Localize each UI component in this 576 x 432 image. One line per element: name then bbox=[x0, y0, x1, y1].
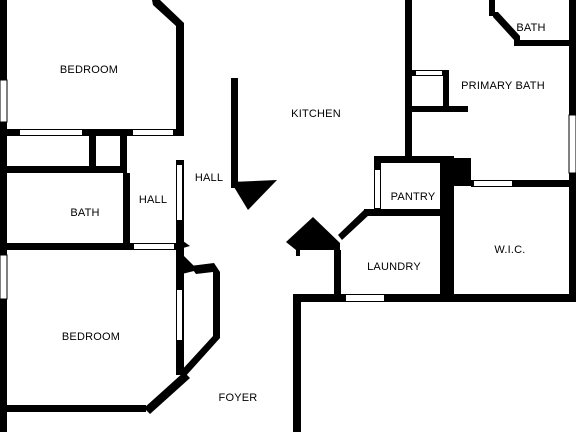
room-labels: BEDROOM KITCHEN BATH PRIMARY BATH HALL H… bbox=[60, 22, 546, 404]
door-opening-closet bbox=[133, 130, 173, 135]
wall-kitchen-island bbox=[286, 217, 340, 256]
room-label-wic: W.I.C. bbox=[494, 244, 525, 256]
wall-closet-right bbox=[120, 129, 127, 171]
door-opening-wic bbox=[474, 181, 512, 186]
room-label-hall-small: HALL bbox=[139, 194, 167, 206]
wall-kitchen-post bbox=[231, 78, 238, 188]
wall-foyer-right bbox=[293, 294, 301, 432]
wall-laundry-angle bbox=[338, 209, 370, 240]
wall-closet-angled bbox=[180, 263, 220, 378]
door-opening-hall-small bbox=[177, 165, 182, 220]
openings bbox=[0, 71, 576, 340]
wall-bedroom-top-right bbox=[176, 26, 184, 133]
room-label-kitchen: KITCHEN bbox=[291, 108, 341, 120]
wall-bedroom-bottom-floor bbox=[0, 405, 146, 412]
wall-bath-tr-stub bbox=[489, 0, 495, 16]
room-label-pantry: PANTRY bbox=[391, 191, 436, 203]
wall-vanity-right bbox=[443, 70, 449, 112]
room-label-bedroom-top: BEDROOM bbox=[60, 64, 118, 76]
window-left-top bbox=[0, 79, 8, 123]
wall-bedroom-angle bbox=[152, 0, 184, 30]
room-label-primary-bath: PRIMARY BATH bbox=[461, 80, 545, 92]
wall-laundry-floor bbox=[293, 294, 576, 302]
room-label-hall-center: HALL bbox=[195, 172, 223, 184]
wall-pantry-bottom bbox=[364, 209, 454, 216]
wall-kitchen-arrow bbox=[231, 180, 277, 210]
wall-laundry-left bbox=[334, 250, 341, 298]
room-label-bedroom-bottom: BEDROOM bbox=[62, 331, 120, 343]
door-opening-bedroom-top bbox=[20, 130, 82, 135]
wall-pantry-top bbox=[374, 156, 454, 163]
wall-pantry-right bbox=[440, 160, 447, 300]
window-right bbox=[568, 114, 576, 174]
wall-left-exterior bbox=[0, 0, 7, 432]
door-opening-laundry bbox=[346, 295, 384, 301]
door-opening-vanity bbox=[416, 71, 442, 75]
door-opening-bath bbox=[134, 244, 174, 249]
room-label-bath-left: BATH bbox=[70, 207, 99, 219]
wall-corner-notch bbox=[176, 236, 190, 250]
wall-closet-left bbox=[89, 129, 96, 171]
room-label-laundry: LAUNDRY bbox=[367, 261, 421, 273]
wall-wic-left bbox=[447, 180, 454, 300]
room-label-foyer: FOYER bbox=[219, 392, 258, 404]
wall-bath-top bbox=[0, 166, 127, 173]
wall-primary-bath-left bbox=[405, 0, 412, 160]
wall-vanity-bottom bbox=[410, 106, 468, 112]
wall-wic-top bbox=[471, 180, 576, 187]
wall-bedroom-bottom-angle bbox=[144, 372, 190, 414]
door-opening-bedroom-bottom bbox=[177, 290, 182, 340]
wall-bath-bottom bbox=[0, 243, 184, 250]
door-opening-pantry bbox=[375, 170, 380, 208]
room-label-bath-top-right: BATH bbox=[516, 22, 545, 34]
window-left-bottom bbox=[0, 254, 8, 300]
wall-bath-tr-angle bbox=[493, 12, 576, 46]
wall-bath-right bbox=[123, 173, 130, 247]
